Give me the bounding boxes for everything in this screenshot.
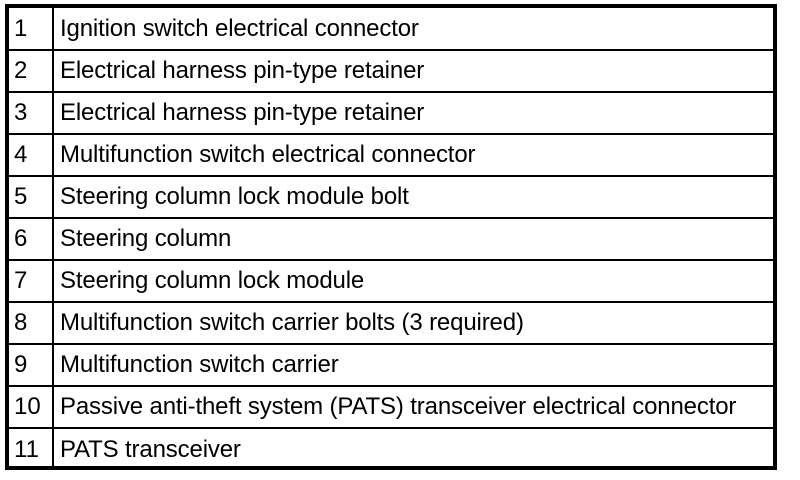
row-description-cell: Multifunction switch carrier bolts (3 re… — [53, 301, 773, 344]
table-row: 11 PATS transceiver — [9, 427, 773, 470]
row-index-cell: 3 — [9, 91, 54, 134]
table-row: 8 Multifunction switch carrier bolts (3 … — [9, 301, 773, 344]
row-description-cell: PATS transceiver — [53, 427, 773, 470]
legend-table: 1 Ignition switch electrical connector 2… — [9, 8, 773, 470]
table-row: 5 Steering column lock module bolt — [9, 175, 773, 218]
row-description-cell: Steering column — [53, 217, 773, 260]
table-row: 2 Electrical harness pin-type retainer — [9, 49, 773, 92]
row-index-cell: 11 — [9, 427, 54, 470]
row-index-cell: 6 — [9, 217, 54, 260]
row-index-cell: 2 — [9, 49, 54, 92]
legend-table-body: 1 Ignition switch electrical connector 2… — [9, 8, 773, 470]
row-description-cell: Electrical harness pin-type retainer — [53, 91, 773, 134]
table-row: 6 Steering column — [9, 217, 773, 260]
row-index-cell: 8 — [9, 301, 54, 344]
table-row: 3 Electrical harness pin-type retainer — [9, 91, 773, 134]
table-row: 4 Multifunction switch electrical connec… — [9, 133, 773, 176]
row-description-cell: Steering column lock module bolt — [53, 175, 773, 218]
row-description-cell: Steering column lock module — [53, 259, 773, 302]
row-description-cell: Ignition switch electrical connector — [60, 14, 419, 42]
row-index-cell: 7 — [9, 259, 54, 302]
row-index-cell: 9 — [9, 343, 54, 386]
table-row: 1 Ignition switch electrical connector — [9, 8, 773, 50]
row-description-cell: Multifunction switch electrical connecto… — [53, 133, 773, 176]
row-description-cell: Passive anti-theft system (PATS) transce… — [53, 385, 773, 428]
row-description-cell: Multifunction switch carrier — [53, 343, 773, 386]
table-row: 9 Multifunction switch carrier — [9, 343, 773, 386]
legend-table-container: 1 Ignition switch electrical connector 2… — [5, 4, 777, 470]
table-row: 10 Passive anti-theft system (PATS) tran… — [9, 385, 773, 428]
row-index-cell: 1 — [9, 8, 54, 50]
row-description-cell: Electrical harness pin-type retainer — [53, 49, 773, 92]
table-row: 7 Steering column lock module — [9, 259, 773, 302]
row-index-cell: 5 — [9, 175, 54, 218]
row-index-cell: 10 — [9, 385, 54, 428]
row-index-cell: 4 — [9, 133, 54, 176]
